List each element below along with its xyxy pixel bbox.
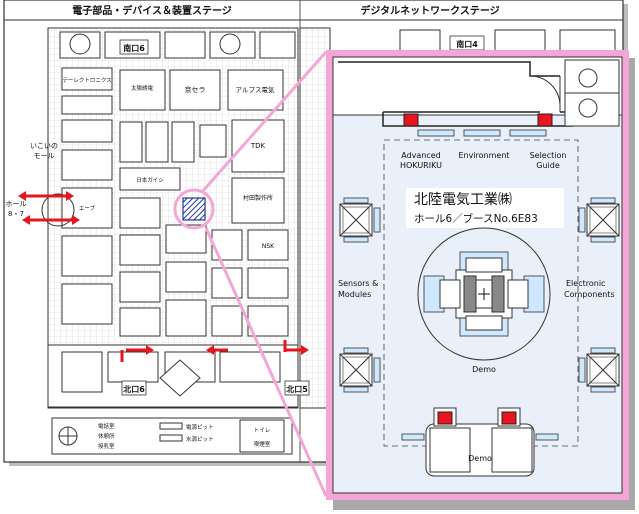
booth-label: TDK bbox=[250, 142, 266, 150]
zone-demo-bottom: Demo bbox=[468, 454, 492, 463]
north-entrance-5-label: 北口5 bbox=[286, 384, 308, 394]
kiosk-electronic-top bbox=[578, 197, 620, 243]
central-demo-island: Demo bbox=[417, 227, 551, 374]
walkway-label-line2: モール bbox=[34, 152, 55, 160]
legend-item: 喫煙室 bbox=[254, 440, 271, 448]
booth-label: アルプス電気 bbox=[236, 85, 275, 94]
booth-blocks: テーレクトロニクス 太陽誘電 京セラ アルプス電気 TDK 日本ガイシ 村田製作… bbox=[61, 67, 289, 337]
bottom-demo-stage: Demo bbox=[401, 407, 559, 477]
booth-label: テーレクトロニクス bbox=[62, 77, 111, 84]
highlighted-booth-marker bbox=[182, 197, 206, 221]
booth-label: NSK bbox=[262, 243, 275, 250]
legend-item: トイレ bbox=[254, 428, 271, 434]
hall-label-line2: 8・7 bbox=[8, 210, 24, 218]
west-side: いこいの モール ホール 8・7 bbox=[6, 142, 80, 227]
zone-selection-line1: Selection bbox=[530, 151, 567, 160]
legend-item: 休憩所 bbox=[98, 432, 115, 440]
south-entrance-6-label: 南口6 bbox=[123, 43, 145, 53]
south-entrance-4-label: 南口4 bbox=[456, 39, 478, 49]
display-unit-left bbox=[403, 113, 419, 127]
walkway-label-line1: いこいの bbox=[30, 142, 58, 150]
booth-label: 太陽誘電 bbox=[131, 84, 154, 92]
legend-item: 電話室 bbox=[98, 422, 115, 430]
legend-item: 水源ピット bbox=[186, 435, 214, 443]
booth-label: 日本ガイシ bbox=[136, 176, 164, 184]
north-entrances: 北口6 北口5 bbox=[47, 340, 310, 408]
zone-sensors-line2: Modules bbox=[338, 290, 371, 299]
company-name: 北陸電気工業㈱ bbox=[414, 192, 512, 208]
kiosk-sensors-bottom bbox=[339, 347, 381, 393]
south-entrances: 南口6 南口4 bbox=[59, 29, 616, 59]
zoom-connector bbox=[173, 51, 328, 497]
booth-location: ホール6／ブースNo.6E83 bbox=[414, 212, 538, 225]
booth-label: 村田製作所 bbox=[243, 194, 273, 202]
left-stage-title: 電子部品・デバイス＆装置ステージ bbox=[72, 4, 232, 17]
zone-environment: Environment bbox=[458, 151, 509, 160]
display-unit-right bbox=[537, 113, 553, 127]
zone-advanced-line2: HOKURIKU bbox=[400, 161, 442, 170]
kiosk-electronic-bottom bbox=[578, 347, 620, 393]
zone-demo-center: Demo bbox=[472, 365, 496, 374]
kiosk-sensors-top bbox=[339, 197, 381, 243]
booth-detail-panel: Advanced HOKURIKU Environment Selection … bbox=[326, 50, 635, 510]
demo-unit-left bbox=[437, 411, 453, 425]
booth-label: 京セラ bbox=[185, 85, 206, 94]
north-entrance-6-label: 北口6 bbox=[123, 384, 145, 394]
booth-label: エーブ bbox=[79, 204, 96, 212]
zone-electronic-line1: Electronic bbox=[566, 279, 605, 288]
hall-label-line1: ホール bbox=[6, 200, 27, 208]
demo-unit-right bbox=[501, 411, 517, 425]
zone-selection-line2: Guide bbox=[536, 161, 560, 170]
map-legend: 電話室 休憩所 授乳室 電源ピット 水源ピット トイレ 喫煙室 bbox=[51, 417, 293, 455]
right-stage-title: デジタルネットワークステージ bbox=[360, 4, 499, 17]
legend-item: 電源ピット bbox=[186, 423, 214, 431]
company-info-box bbox=[406, 188, 564, 228]
legend-item: 授乳室 bbox=[98, 442, 115, 450]
zone-electronic-line2: Components bbox=[564, 290, 615, 299]
zone-advanced-line1: Advanced bbox=[401, 151, 441, 160]
zone-sensors-line1: Sensors & bbox=[338, 279, 378, 288]
